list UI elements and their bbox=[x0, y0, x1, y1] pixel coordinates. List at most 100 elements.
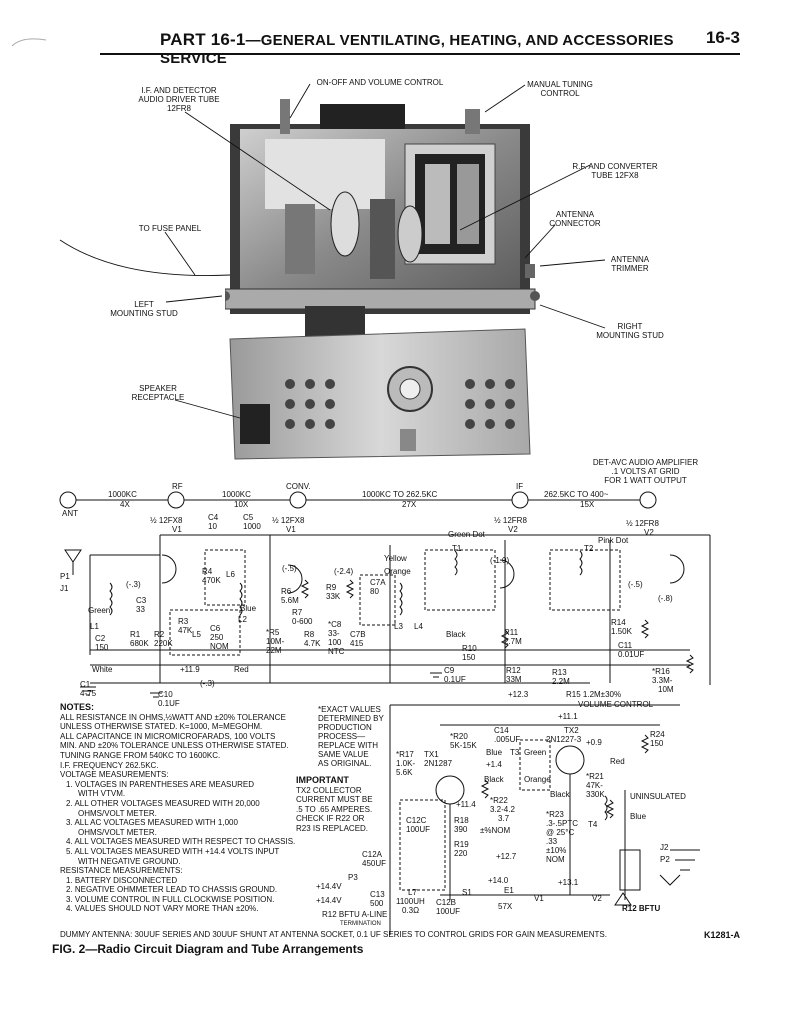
gain-2: 10X bbox=[234, 500, 249, 509]
t3-label: T3 bbox=[510, 748, 520, 757]
gain-4: 15X bbox=[580, 500, 595, 509]
j2-label: J2 bbox=[660, 843, 669, 852]
v-m3b: (-.3) bbox=[200, 679, 215, 688]
label-fuse-panel: TO FUSE PANEL bbox=[138, 224, 202, 233]
label-antenna-connector: ANTENNA CONNECTOR bbox=[549, 210, 601, 228]
part-number: PART 16-1 bbox=[160, 30, 246, 49]
blue-wire: Blue bbox=[240, 604, 257, 613]
dummy-antenna-note: DUMMY ANTENNA: 30UUF SERIES AND 30UUF SH… bbox=[60, 930, 607, 939]
v-m10: (-1.0) bbox=[490, 556, 510, 565]
v-m3: (-.3) bbox=[126, 580, 141, 589]
label-speaker: SPEAKER RECEPTACLE bbox=[131, 384, 185, 402]
v-144b: +14.4V bbox=[316, 896, 342, 905]
s1-label: S1 bbox=[462, 888, 472, 897]
label-on-off: ON-OFF AND VOLUME CONTROL bbox=[316, 78, 444, 87]
freq-1: 1000KC bbox=[108, 490, 137, 499]
v-127: +12.7 bbox=[496, 852, 517, 861]
figure-caption: FIG. 2—Radio Circuit Diagram and Tube Ar… bbox=[52, 942, 364, 956]
black-wire: Black bbox=[446, 630, 466, 639]
conv-label: CONV. bbox=[286, 482, 311, 491]
red-wire: Red bbox=[234, 665, 249, 674]
notes-block: NOTES: ALL RESISTANCE IN OHMS,½WATT AND … bbox=[60, 702, 310, 914]
photo-leader-lines bbox=[59, 83, 606, 419]
lower-black2: Black bbox=[550, 790, 570, 799]
gain-3: 27X bbox=[402, 500, 417, 509]
p3-label: P3 bbox=[348, 873, 358, 882]
label-antenna-trimmer: ANTENNA TRIMMER bbox=[610, 255, 650, 273]
l2-label: L2 bbox=[238, 615, 247, 624]
green-dot: Green Dot bbox=[448, 530, 485, 539]
l4-label: L4 bbox=[414, 622, 423, 631]
freq-4: 262.5KC TO 400~ bbox=[544, 490, 609, 499]
t4-label: T4 bbox=[588, 820, 598, 829]
v1-label: V1 bbox=[534, 894, 544, 903]
ant-label: ANT bbox=[62, 509, 78, 518]
r15-label: R15 1.2M±30% bbox=[566, 690, 622, 699]
v-m8: (-.8) bbox=[658, 594, 673, 603]
label-rf-converter: R.F. AND CONVERTER TUBE 12FX8 bbox=[572, 162, 658, 180]
label-manual-tuning: MANUAL TUNING CONTROL bbox=[527, 80, 593, 98]
label-left-stud: LEFT MOUNTING STUD bbox=[110, 300, 178, 318]
v-m24: (-2.4) bbox=[334, 567, 354, 576]
white-wire: White bbox=[92, 665, 113, 674]
figure-code: K1281-A bbox=[703, 930, 740, 940]
schematic-lower bbox=[389, 704, 700, 935]
lower-black: Black bbox=[484, 775, 504, 784]
termination-label: TERMINATION bbox=[340, 921, 381, 927]
uninsulated-label: UNINSULATED bbox=[630, 792, 686, 801]
v-119: +11.9 bbox=[180, 665, 200, 674]
v-140: +14.0 bbox=[488, 876, 509, 885]
page-number: 16-3 bbox=[705, 28, 740, 47]
t1-label: T1 bbox=[452, 544, 462, 553]
schematic-upper bbox=[59, 491, 711, 698]
det-avc-label: DET-AVC AUDIO AMPLIFIER .1 VOLTS AT GRID… bbox=[592, 458, 699, 485]
lower-blue: Blue bbox=[486, 748, 503, 757]
lower-green: Green bbox=[524, 748, 547, 757]
freq-2: 1000KC bbox=[222, 490, 251, 499]
v-m5b: (-.5) bbox=[628, 580, 643, 589]
t2-label: T2 bbox=[584, 544, 594, 553]
c14-label: C14.005UF bbox=[494, 726, 521, 744]
j1-label: J1 bbox=[60, 584, 69, 593]
notes-heading: NOTES: bbox=[60, 702, 95, 712]
label-if-detector: I.F. AND DETECTOR AUDIO DRIVER TUBE 12FR… bbox=[138, 86, 220, 113]
v2-label: V2 bbox=[592, 894, 602, 903]
l3-label: L3 bbox=[394, 622, 403, 631]
r12-aline-label: R12 BFTU A-LINE bbox=[322, 910, 388, 919]
page-title: PART 16-1—GENERAL VENTILATING, HEATING, … bbox=[160, 30, 674, 67]
l6-label: L6 bbox=[226, 570, 235, 579]
page-corner-mark bbox=[11, 38, 47, 47]
v-111: +11.1 bbox=[558, 712, 578, 721]
